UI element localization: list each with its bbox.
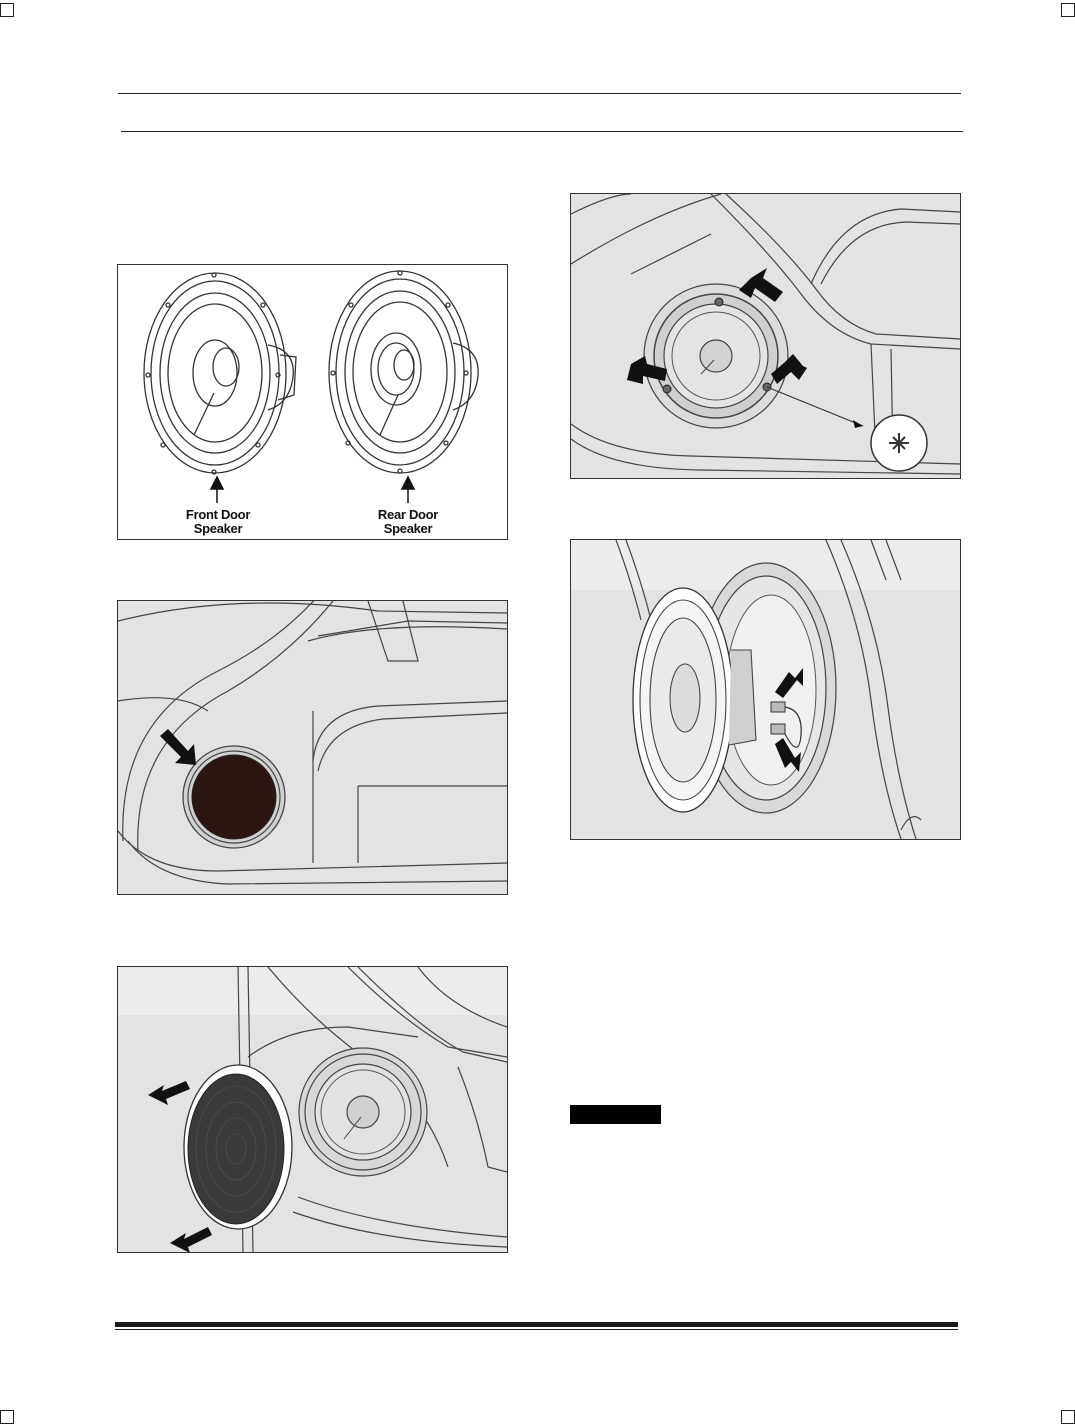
crop-mark-bottom-right xyxy=(1061,1410,1075,1424)
footer-rule-thick xyxy=(115,1322,958,1327)
front-door-speaker-label: Front Door Speaker xyxy=(185,507,251,536)
speaker-connectors-illustration xyxy=(571,540,960,839)
screw-icon xyxy=(662,297,772,394)
speakers-illustration xyxy=(143,270,479,503)
note-label-bar xyxy=(570,1105,661,1124)
arrow-icon xyxy=(148,1081,212,1252)
figure-door-grille xyxy=(117,600,508,895)
crop-mark-top-right xyxy=(1061,3,1075,17)
grille-removed-illustration xyxy=(118,967,507,1252)
header-rule-bottom xyxy=(121,131,963,132)
figure-speaker-connectors xyxy=(570,539,961,840)
arrow-icon xyxy=(775,668,803,772)
crop-mark-top-left xyxy=(0,3,14,17)
arrow-icon xyxy=(627,268,807,384)
screw-icon xyxy=(889,433,909,453)
figure-speakers: Front Door Speaker Rear Door Speaker xyxy=(117,264,508,540)
speaker-screws-illustration xyxy=(571,194,960,475)
arrow-icon xyxy=(209,475,416,503)
figure-speaker-screws xyxy=(570,193,961,479)
footer-rule-thin xyxy=(115,1329,958,1330)
figure-grille-removed xyxy=(117,966,508,1253)
arrow-icon xyxy=(160,729,196,765)
header-rule-top xyxy=(118,93,961,94)
crop-mark-bottom-left xyxy=(0,1410,14,1424)
door-grille-illustration xyxy=(118,601,507,885)
rear-door-speaker-label: Rear Door Speaker xyxy=(377,507,439,536)
